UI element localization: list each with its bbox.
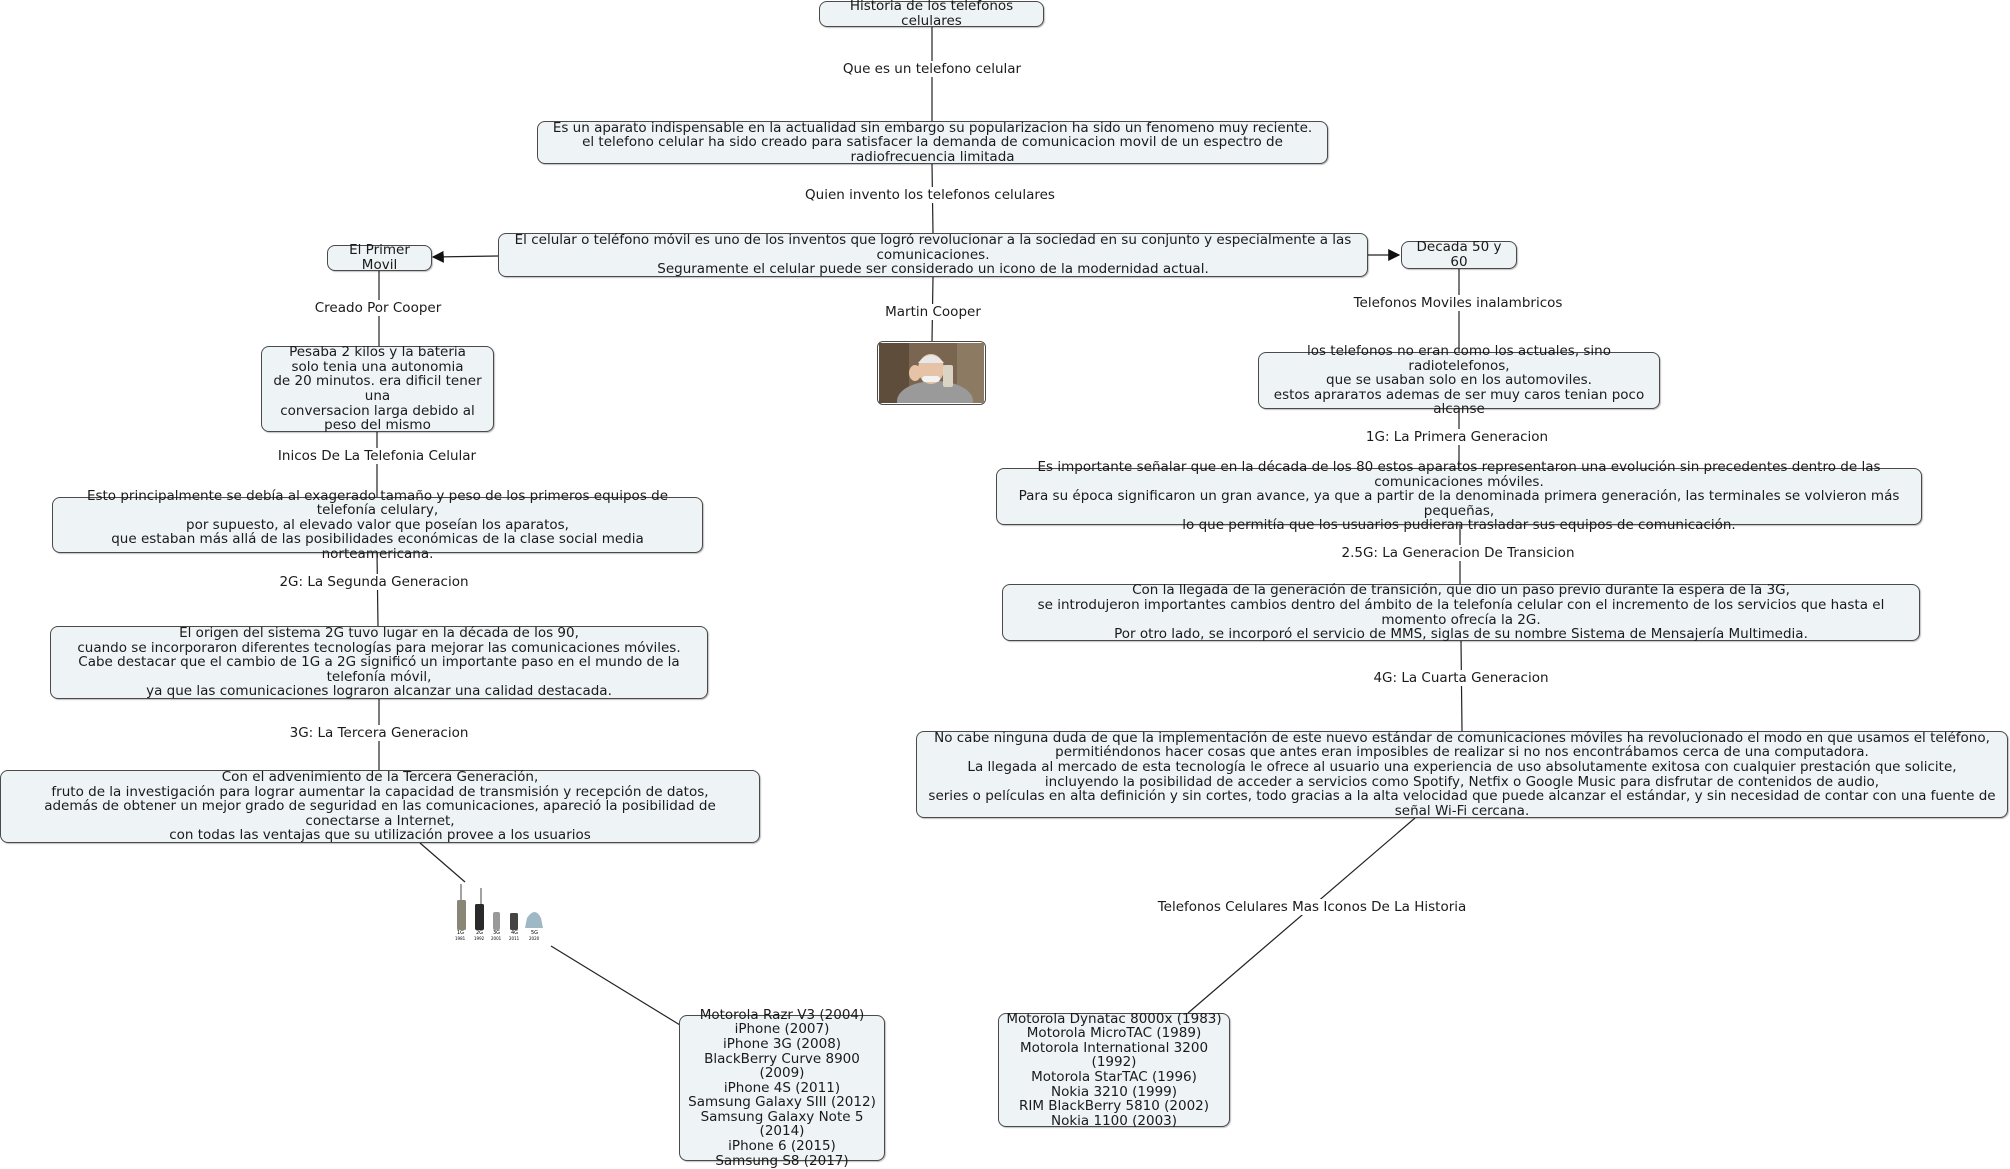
year-4g: 2011 xyxy=(509,936,520,941)
portrait-image xyxy=(879,343,984,403)
link-label-martin: Martin Cooper xyxy=(883,304,983,320)
link-label-moviles: Telefonos Moviles inalambricos xyxy=(1351,295,1565,311)
link-label-1g: 1G: La Primera Generacion xyxy=(1363,429,1551,445)
link-label-quien: Quien invento los telefonos celulares xyxy=(803,187,1057,203)
classic-phones-node[interactable]: Motorola Dynatac 8000x (1983) Motorola M… xyxy=(998,1011,1230,1128)
what-is-node[interactable]: Es un aparato indispensable en la actual… xyxy=(537,120,1328,164)
transition-gen-node[interactable]: Con la llegada de la generación de trans… xyxy=(1002,583,1920,641)
generation-4g: 4G xyxy=(511,930,519,936)
generation-2g: 2G xyxy=(476,930,484,936)
fourth-gen-node[interactable]: No cabe ninguna duda de que la implement… xyxy=(916,730,2008,818)
year-2g: 1992 xyxy=(474,936,485,941)
generation-5g: 5G xyxy=(531,930,539,936)
first-mobile-node[interactable]: El Primer Movil xyxy=(327,243,432,272)
recent-phones-node[interactable]: Motorola Razr V3 (2004) iPhone (2007) iP… xyxy=(679,1007,885,1168)
martin-cooper-photo[interactable] xyxy=(877,341,986,405)
link-label-2g: 2G: La Segunda Generacion xyxy=(277,574,471,590)
weight-node[interactable]: Pesaba 2 kilos y la bateria solo tenia u… xyxy=(261,345,494,432)
link-label-iconos: Telefonos Celulares Mas Iconos De La His… xyxy=(1155,899,1469,915)
link-label-inicios: Inicos De La Telefonia Celular xyxy=(275,448,479,464)
first-gen-node[interactable]: Es importante señalar que en la década d… xyxy=(996,460,1922,533)
generation-3g: 3G xyxy=(493,930,501,936)
revolution-node[interactable]: El celular o teléfono móvil es uno de lo… xyxy=(498,233,1368,277)
link-label-2-5g: 2.5G: La Generacion De Transicion xyxy=(1339,545,1577,561)
third-gen-node[interactable]: Con el advenimiento de la Tercera Genera… xyxy=(0,770,760,843)
beginnings-node[interactable]: Esto principalmente se debía al exagerad… xyxy=(52,488,703,561)
year-3g: 2001 xyxy=(491,936,502,941)
link-label-creado: Creado Por Cooper xyxy=(312,300,444,316)
radiophones-node[interactable]: los telefonos no eran como los actuales,… xyxy=(1258,344,1660,417)
phones-evolution-image[interactable]: 1G 2G 3G 4G 5G 1981 1992 2001 2011 2020 xyxy=(453,880,553,948)
link-label-que-es: Que es un telefono celular xyxy=(840,61,1024,77)
title-node[interactable]: Historia de los telefonos celulares xyxy=(819,0,1044,28)
phones-illustration xyxy=(457,884,543,930)
link-label-4g: 4G: La Cuarta Generacion xyxy=(1371,670,1551,686)
year-5g: 2020 xyxy=(529,936,540,941)
year-1g: 1981 xyxy=(455,936,466,941)
link-label-3g: 3G: La Tercera Generacion xyxy=(287,725,471,741)
second-gen-node[interactable]: El origen del sistema 2G tuvo lugar en l… xyxy=(50,626,708,699)
decade-node[interactable]: Decada 50 y 60 xyxy=(1401,240,1517,269)
generation-1g: 1G xyxy=(457,930,465,936)
